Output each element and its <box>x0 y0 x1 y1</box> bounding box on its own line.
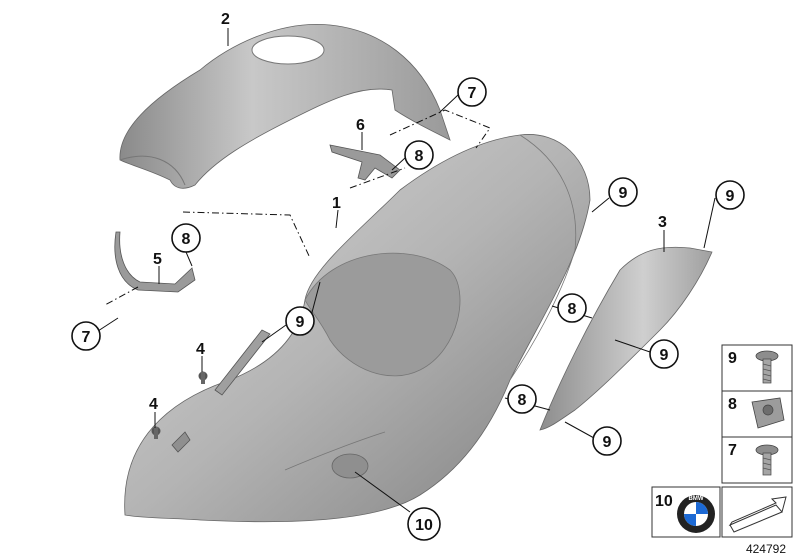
callout-8-top: 8 <box>404 140 434 170</box>
main-fairing-part <box>124 134 591 523</box>
legend-label-7: 7 <box>728 442 737 459</box>
legend-clip-nut-8-icon <box>751 397 785 429</box>
label-part-4a: 4 <box>196 341 205 358</box>
label-part-5: 5 <box>153 251 162 268</box>
legend-label-8: 8 <box>728 396 737 413</box>
bracket-5-part <box>114 231 196 293</box>
legend-screw-9-icon <box>755 350 779 384</box>
assembly-line-4 <box>349 167 406 189</box>
svg-text:9: 9 <box>603 434 612 451</box>
callout-8-left: 8 <box>171 223 201 253</box>
svg-text:7: 7 <box>468 85 477 102</box>
label-part-6: 6 <box>356 117 365 134</box>
label-part-3: 3 <box>658 214 667 231</box>
callout-7-top: 7 <box>457 77 487 107</box>
svg-text:9: 9 <box>619 185 628 202</box>
label-part-4b: 4 <box>149 396 158 413</box>
callout-9-bottom: 9 <box>592 426 622 456</box>
svg-text:8: 8 <box>182 231 191 248</box>
callout-7-left: 7 <box>71 321 101 351</box>
callout-9-right-2: 9 <box>715 180 745 210</box>
label-part-2: 2 <box>221 11 230 28</box>
side-panel-part <box>539 246 713 431</box>
legend-label-10: 10 <box>655 493 673 510</box>
svg-text:9: 9 <box>726 188 735 205</box>
legend-panel: 9 8 7 10 BMW <box>651 344 793 538</box>
callout-8-mid: 8 <box>557 293 587 323</box>
callout-9-right-1: 9 <box>608 177 638 207</box>
legend-label-9: 9 <box>728 350 737 367</box>
svg-text:BMW: BMW <box>689 496 704 502</box>
assembly-line-3 <box>104 286 139 306</box>
svg-text:9: 9 <box>296 314 305 331</box>
svg-text:10: 10 <box>415 517 433 534</box>
screw-4a <box>198 371 208 384</box>
arrow-symbol-icon <box>728 496 787 533</box>
screw-4b <box>151 426 161 439</box>
trim-strip-part <box>171 329 271 453</box>
legend-screw-7-icon <box>755 444 779 476</box>
svg-text:7: 7 <box>82 329 91 346</box>
label-part-1: 1 <box>332 195 341 212</box>
top-cover-part <box>119 23 451 189</box>
bracket-6-part <box>329 144 401 181</box>
assembly-line-2 <box>389 109 491 149</box>
callout-9-center: 9 <box>285 306 315 336</box>
svg-text:8: 8 <box>518 392 527 409</box>
leader-lines <box>97 28 716 513</box>
svg-text:9: 9 <box>660 347 669 364</box>
svg-text:8: 8 <box>415 148 424 165</box>
svg-text:8: 8 <box>568 301 577 318</box>
callout-8-bottom: 8 <box>507 384 537 414</box>
callout-9-side: 9 <box>649 339 679 369</box>
bmw-logo-icon: BMW <box>677 495 715 533</box>
assembly-line-1 <box>182 211 311 259</box>
callout-10: 10 <box>407 507 441 541</box>
diagram-number: 424792 <box>746 542 786 556</box>
